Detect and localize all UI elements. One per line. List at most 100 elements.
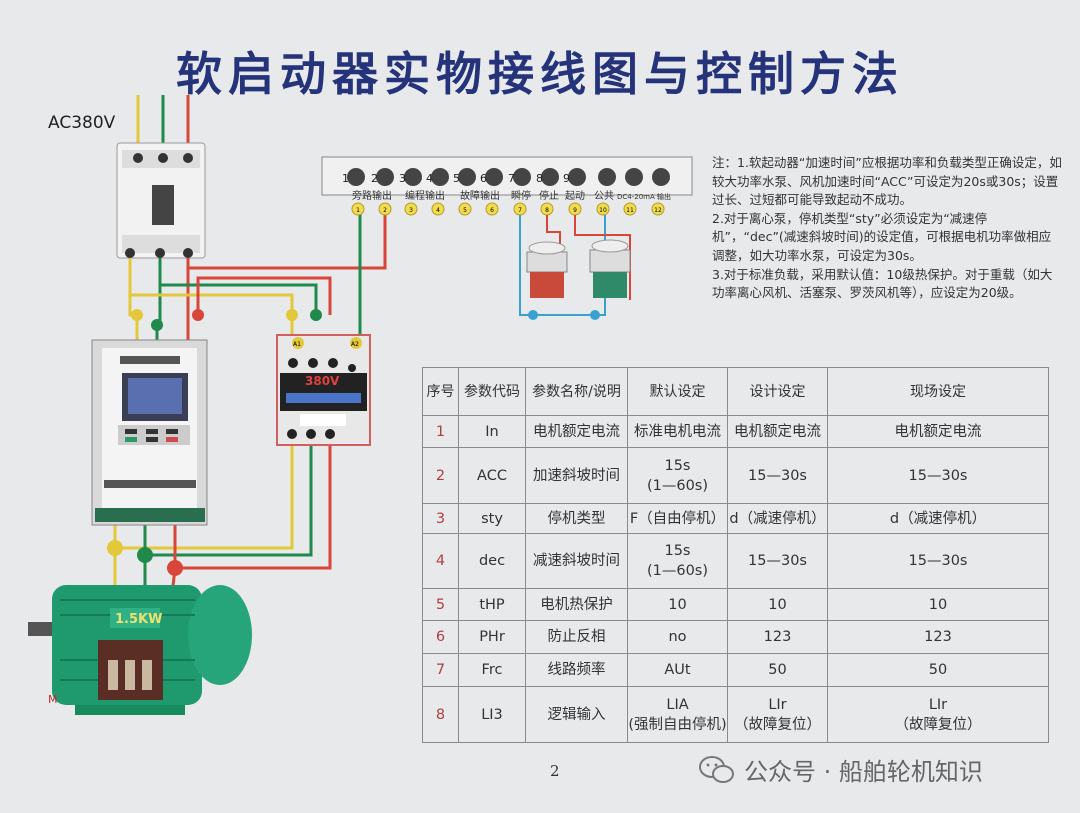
table-cell: AUt [627, 653, 728, 687]
table-cell: 15—30s [727, 447, 828, 504]
contactor-voltage: 380V [305, 374, 340, 388]
wire-marker-number: 8 [545, 207, 549, 214]
label-common: 公共 [594, 190, 614, 202]
terminal-number: 7 [508, 172, 515, 185]
terminal-number: 2 [371, 172, 378, 185]
table-cell: 4 [422, 533, 459, 589]
note-3: 3.对于标准负载，采用默认值：10级热保护。对于重载（如大功率离心风机、活塞泵、… [712, 266, 1053, 301]
table-cell: 1 [422, 415, 459, 448]
terminal-screw [404, 168, 422, 186]
table-cell: LIA (强制自由停机) [627, 686, 728, 743]
table-cell: 防止反相 [525, 620, 628, 654]
supply-label: AC380V [48, 113, 116, 133]
wire-marker [485, 202, 499, 216]
table-cell: 8 [422, 686, 459, 743]
watermark: 公众号 · 船舶轮机知识 [698, 752, 983, 787]
wire-marker-number: 7 [518, 207, 522, 214]
wire-marker-number: 11 [626, 207, 634, 214]
wire-marker [458, 202, 472, 216]
wire-marker-number: 5 [463, 207, 467, 214]
table-cell: 逻辑输入 [525, 686, 628, 743]
terminal-number: 8 [536, 172, 543, 185]
table-cell: 123 [827, 620, 1049, 654]
table-cell: 10 [827, 588, 1049, 621]
table-cell: LIr （故障复位） [827, 686, 1049, 743]
table-cell: 6 [422, 620, 459, 654]
table-cell: LIr （故障复位） [727, 686, 828, 743]
wire-marker [623, 202, 637, 216]
table-cell: 7 [422, 653, 459, 687]
table-cell: 50 [727, 653, 828, 687]
table-cell: 电机热保护 [525, 588, 628, 621]
table-cell: sty [458, 503, 526, 534]
label-analog-output: DC4-20mA 输出 [617, 192, 671, 201]
terminal-screw [376, 168, 394, 186]
table-cell: 15—30s [827, 533, 1049, 589]
wire-marker-number: 6 [490, 207, 494, 214]
motor-label: M [48, 693, 58, 706]
column-header: 现场设定 [827, 367, 1049, 416]
label-stop: 停止 [539, 189, 559, 202]
table-cell: dec [458, 533, 526, 589]
wechat-icon [699, 755, 734, 783]
table-cell: ACC [458, 447, 526, 504]
table-cell: 5 [422, 588, 459, 621]
wire-marker [404, 202, 418, 216]
table-cell: LI3 [458, 686, 526, 743]
label-bypass-output: 旁路输出 [352, 189, 392, 202]
contactor: 380V A1 A2 [276, 334, 371, 446]
table-cell: 50 [827, 653, 1049, 687]
label-start: 起动 [565, 190, 585, 202]
contactor-terminal-a2: A2 [351, 341, 359, 348]
wire-marker [431, 202, 445, 216]
table-cell: PHr [458, 620, 526, 654]
terminal-number: 9 [563, 172, 570, 185]
table-cell: tHP [458, 588, 526, 621]
wire-marker [351, 202, 365, 216]
terminal-number: 5 [453, 172, 460, 185]
table-cell: 线路频率 [525, 653, 628, 687]
page-number: 2 [550, 762, 560, 780]
table-cell: 电机额定电流 [827, 415, 1049, 448]
terminal-number: 3 [399, 172, 406, 185]
wire-dots [107, 309, 322, 576]
table-cell: 电机额定电流 [727, 415, 828, 448]
contactor-terminal-a1: A1 [293, 341, 301, 348]
table-cell: 3 [422, 503, 459, 534]
wire-marker-number: 4 [436, 207, 440, 214]
column-header: 默认设定 [627, 367, 728, 416]
table-cell: 减速斜坡时间 [525, 533, 628, 589]
table-cell: d（减速停机） [827, 503, 1049, 534]
notes: 注：1.软起动器“加速时间”应根据功率和负载类型正确设定，如较大功率水泵、风机加… [712, 154, 1062, 303]
table-cell: 标准电机电流 [627, 415, 728, 448]
terminal-number: 1 [342, 172, 349, 185]
stop-button [526, 241, 568, 298]
terminal-number: 4 [426, 172, 433, 185]
terminal-screw [598, 168, 616, 186]
wire-marker [378, 202, 392, 216]
terminal-screw [458, 168, 476, 186]
note-2: 2.对于离心泵，停机类型“sty”必须设定为“减速停机”，“dec”(减速斜坡时… [712, 210, 1052, 263]
table-cell: Frc [458, 653, 526, 687]
column-header: 参数名称/说明 [525, 367, 628, 416]
wire-marker [651, 202, 665, 216]
wire-marker-number: 2 [383, 207, 387, 214]
terminal-screw [431, 168, 449, 186]
soft-starter [91, 339, 208, 526]
terminal-screw [541, 168, 559, 186]
column-header: 序号 [422, 367, 459, 416]
wire-marker [596, 202, 610, 216]
note-1: 注：1.软起动器“加速时间”应根据功率和负载类型正确设定，如较大功率水泵、风机加… [712, 155, 1062, 208]
label-program-output: 编程输出 [405, 189, 445, 202]
table-cell: 15—30s [727, 533, 828, 589]
table-cell: In [458, 415, 526, 448]
table-cell: 2 [422, 447, 459, 504]
